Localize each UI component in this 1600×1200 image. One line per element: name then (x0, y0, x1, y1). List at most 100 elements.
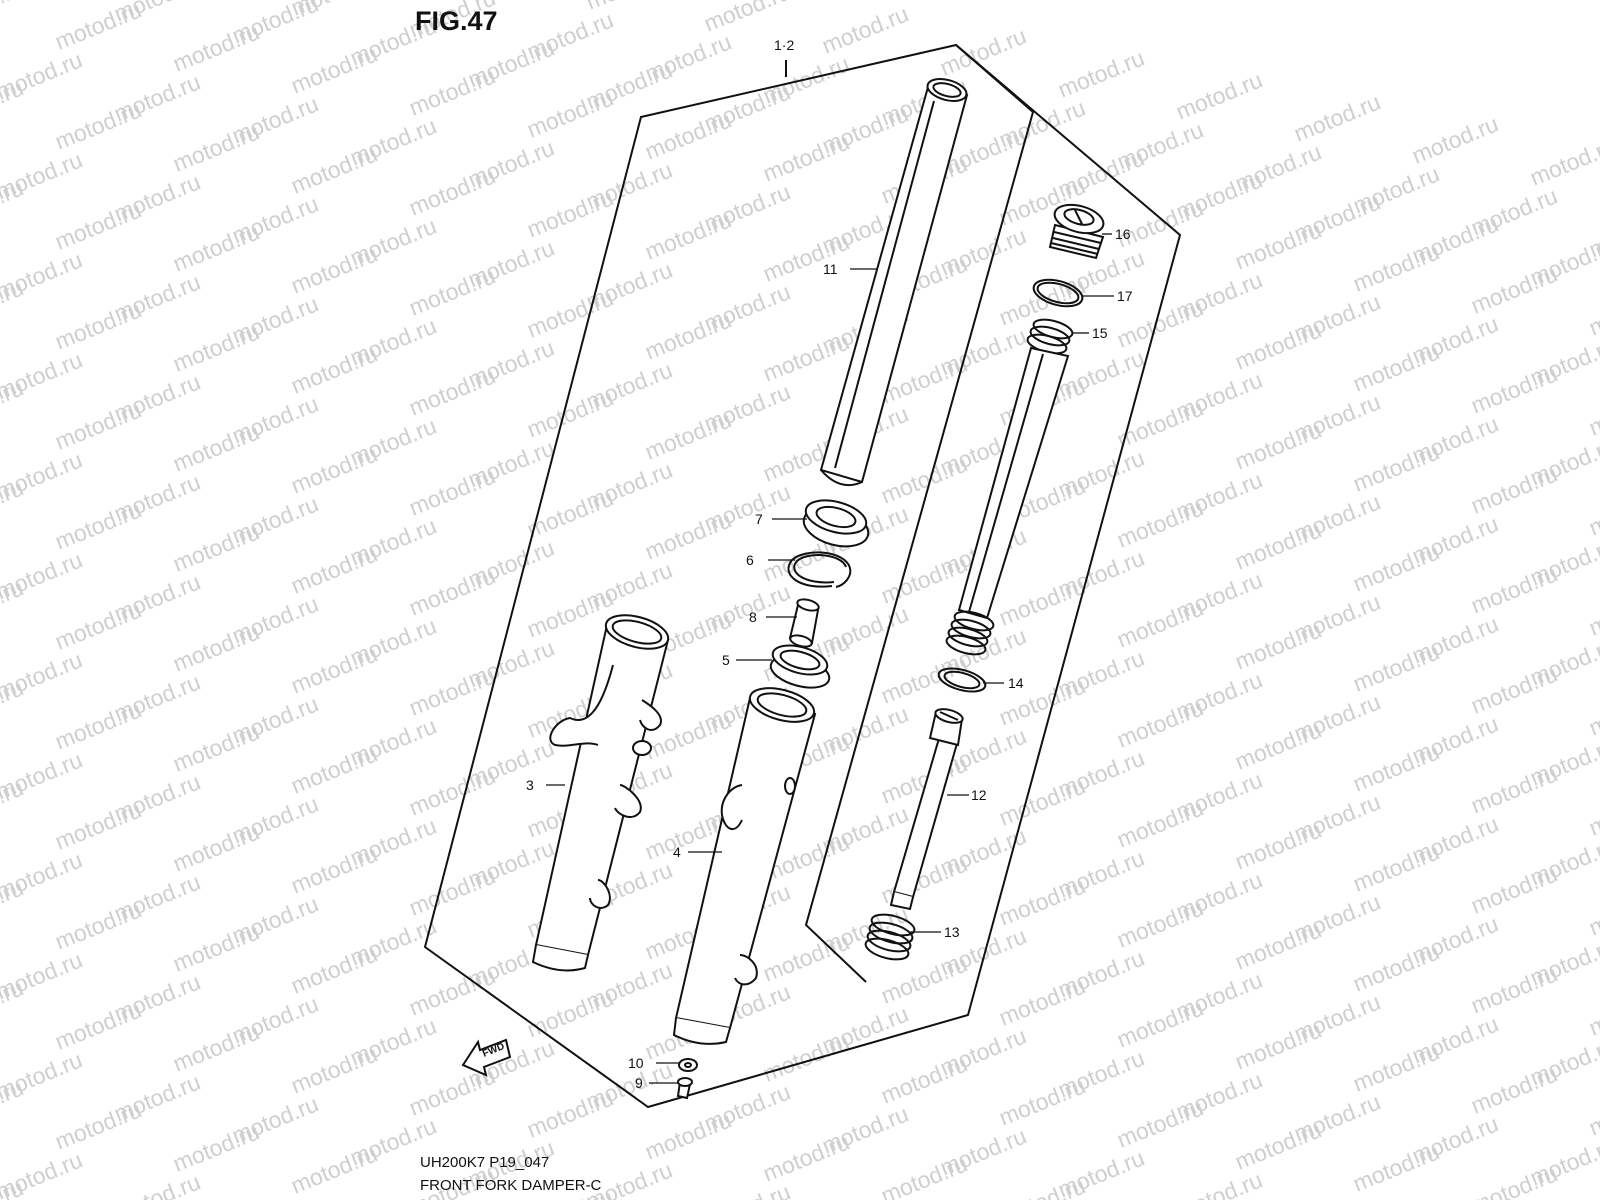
watermark-text: motod.ru (1585, 483, 1600, 541)
watermark-text: motod.ru (1349, 439, 1443, 497)
watermark-text: motod.ru (995, 773, 1089, 831)
label-part-10: 10 (628, 1055, 644, 1071)
watermark-text: motod.ru (51, 0, 145, 55)
watermark-text: motod.ru (523, 285, 617, 343)
watermark-text: motod.ru (759, 1129, 853, 1187)
watermark-text: motod.ru (1585, 1183, 1600, 1200)
watermark-text: motod.ru (287, 1141, 381, 1199)
watermark-text: motod.ru (405, 163, 499, 221)
watermark-text: motod.ru (169, 719, 263, 777)
watermark-text: motod.ru (1408, 111, 1502, 169)
watermark-text: motod.ru (1231, 617, 1325, 675)
watermark-text: motod.ru (51, 397, 145, 455)
part-labels: 1·2 3 4 5 6 7 8 9 10 11 12 13 14 15 16 1… (526, 37, 1133, 1091)
watermark-text: motod.ru (1113, 895, 1207, 953)
watermark-text: motod.ru (700, 1179, 794, 1200)
watermark-text: motod.ru (641, 207, 735, 265)
watermark-text: motod.ru (1113, 195, 1207, 253)
watermark-text: motod.ru (287, 341, 381, 399)
watermark-text: motod.ru (1585, 683, 1600, 741)
watermark-text: motod.ru (1467, 861, 1561, 919)
part-12-damper-rod (889, 708, 964, 911)
label-part-8: 8 (749, 609, 757, 625)
watermark-text: motod.ru (169, 619, 263, 677)
watermark-text: motod.ru (877, 1151, 971, 1200)
watermark-text: motod.ru (995, 973, 1089, 1031)
watermark-text: motod.ru (405, 663, 499, 721)
watermark-text: motod.ru (523, 1085, 617, 1143)
watermark-text: motod.ru (1349, 639, 1443, 697)
label-part-6: 6 (746, 552, 754, 568)
watermark-text: motod.ru (1467, 1061, 1561, 1119)
part-5-slide-bushing (769, 644, 831, 689)
watermark-text: motod.ru (169, 519, 263, 577)
watermark-text: motod.ru (1290, 89, 1384, 147)
watermark-text: motod.ru (641, 1107, 735, 1165)
watermark-text: motod.ru (1349, 1139, 1443, 1197)
label-part-11: 11 (823, 261, 838, 277)
watermark-text: motod.ru (287, 441, 381, 499)
label-part-7: 7 (755, 511, 763, 527)
watermark-text: motod.ru (1349, 739, 1443, 797)
part-7-oil-seal (802, 499, 870, 548)
watermark-text: motod.ru (877, 651, 971, 709)
spring-bottom-coils (945, 610, 995, 656)
watermark-text: motod.ru (169, 819, 263, 877)
part-14-ring (937, 667, 987, 693)
watermark-text: motod.ru (1231, 217, 1325, 275)
label-part-13: 13 (944, 924, 960, 940)
watermark-text: motod.ru (1585, 883, 1600, 941)
watermark-text: motod.ru (1467, 1161, 1561, 1200)
watermark-text: motod.ru (877, 1051, 971, 1109)
watermark-text: motod.ru (405, 863, 499, 921)
watermark-text: motod.ru (759, 329, 853, 387)
watermark-text: motod.ru (1349, 339, 1443, 397)
part-11-inner-tube (819, 78, 969, 486)
watermark-text: motod.ru (1467, 761, 1561, 819)
watermark-text: motod.ru (1231, 917, 1325, 975)
label-part-12: 12 (971, 787, 987, 803)
watermark-text: motod.ru (287, 641, 381, 699)
watermark-text: motod.ru (1585, 383, 1600, 441)
watermark-text: motod.ru (1054, 45, 1148, 103)
watermark-text: motod.ru (169, 1019, 263, 1077)
watermark-text: motod.ru (1585, 783, 1600, 841)
watermark-text: motod.ru (995, 1173, 1089, 1200)
watermark-text: motod.ru (51, 297, 145, 355)
label-part-4: 4 (673, 844, 681, 860)
watermark-text: motod.ru (1467, 961, 1561, 1019)
watermark-text: motod.ru (1113, 595, 1207, 653)
watermark-text: motod.ru (1231, 317, 1325, 375)
watermark-text: motod.ru (51, 697, 145, 755)
watermark-text: motod.ru (1467, 361, 1561, 419)
watermark-text: motod.ru (169, 319, 263, 377)
watermark-text: motod.ru (759, 229, 853, 287)
watermark-text: motod.ru (1585, 1083, 1600, 1141)
watermark-text: motod.ru (523, 585, 617, 643)
watermark-text: motod.ru (169, 1119, 263, 1177)
watermark-text: motod.ru (641, 307, 735, 365)
assembly-outline (423, 43, 1182, 1109)
watermark-text: motod.ru (0, 0, 27, 33)
figure-title: FIG.47 (415, 6, 498, 36)
watermark-text: motod.ru (1231, 1017, 1325, 1075)
part-6-stopper-ring (787, 551, 852, 588)
watermark-text: motod.ru (1172, 1167, 1266, 1200)
leader-lines (546, 233, 1114, 1084)
part-13-rebound-spring (864, 913, 916, 961)
watermark-text: motod.ru (169, 419, 263, 477)
watermark-text: motod.ru (405, 63, 499, 121)
watermark-text: motod.ru (1467, 661, 1561, 719)
watermark-text: motod.ru (1231, 717, 1325, 775)
part-8-bushing (788, 598, 820, 648)
watermark-text: motod.ru (1526, 133, 1600, 191)
watermark-text: motod.ru (1231, 1117, 1325, 1175)
watermark-text: motod.ru (51, 97, 145, 155)
watermark-text: motod.ru (1585, 983, 1600, 1041)
watermark-text: motod.ru (818, 1, 912, 59)
watermark-text: motod.ru (1349, 239, 1443, 297)
watermark-text: motod.ru (1113, 395, 1207, 453)
watermark-text: motod.ru (405, 263, 499, 321)
watermark-text: motod.ru (759, 129, 853, 187)
